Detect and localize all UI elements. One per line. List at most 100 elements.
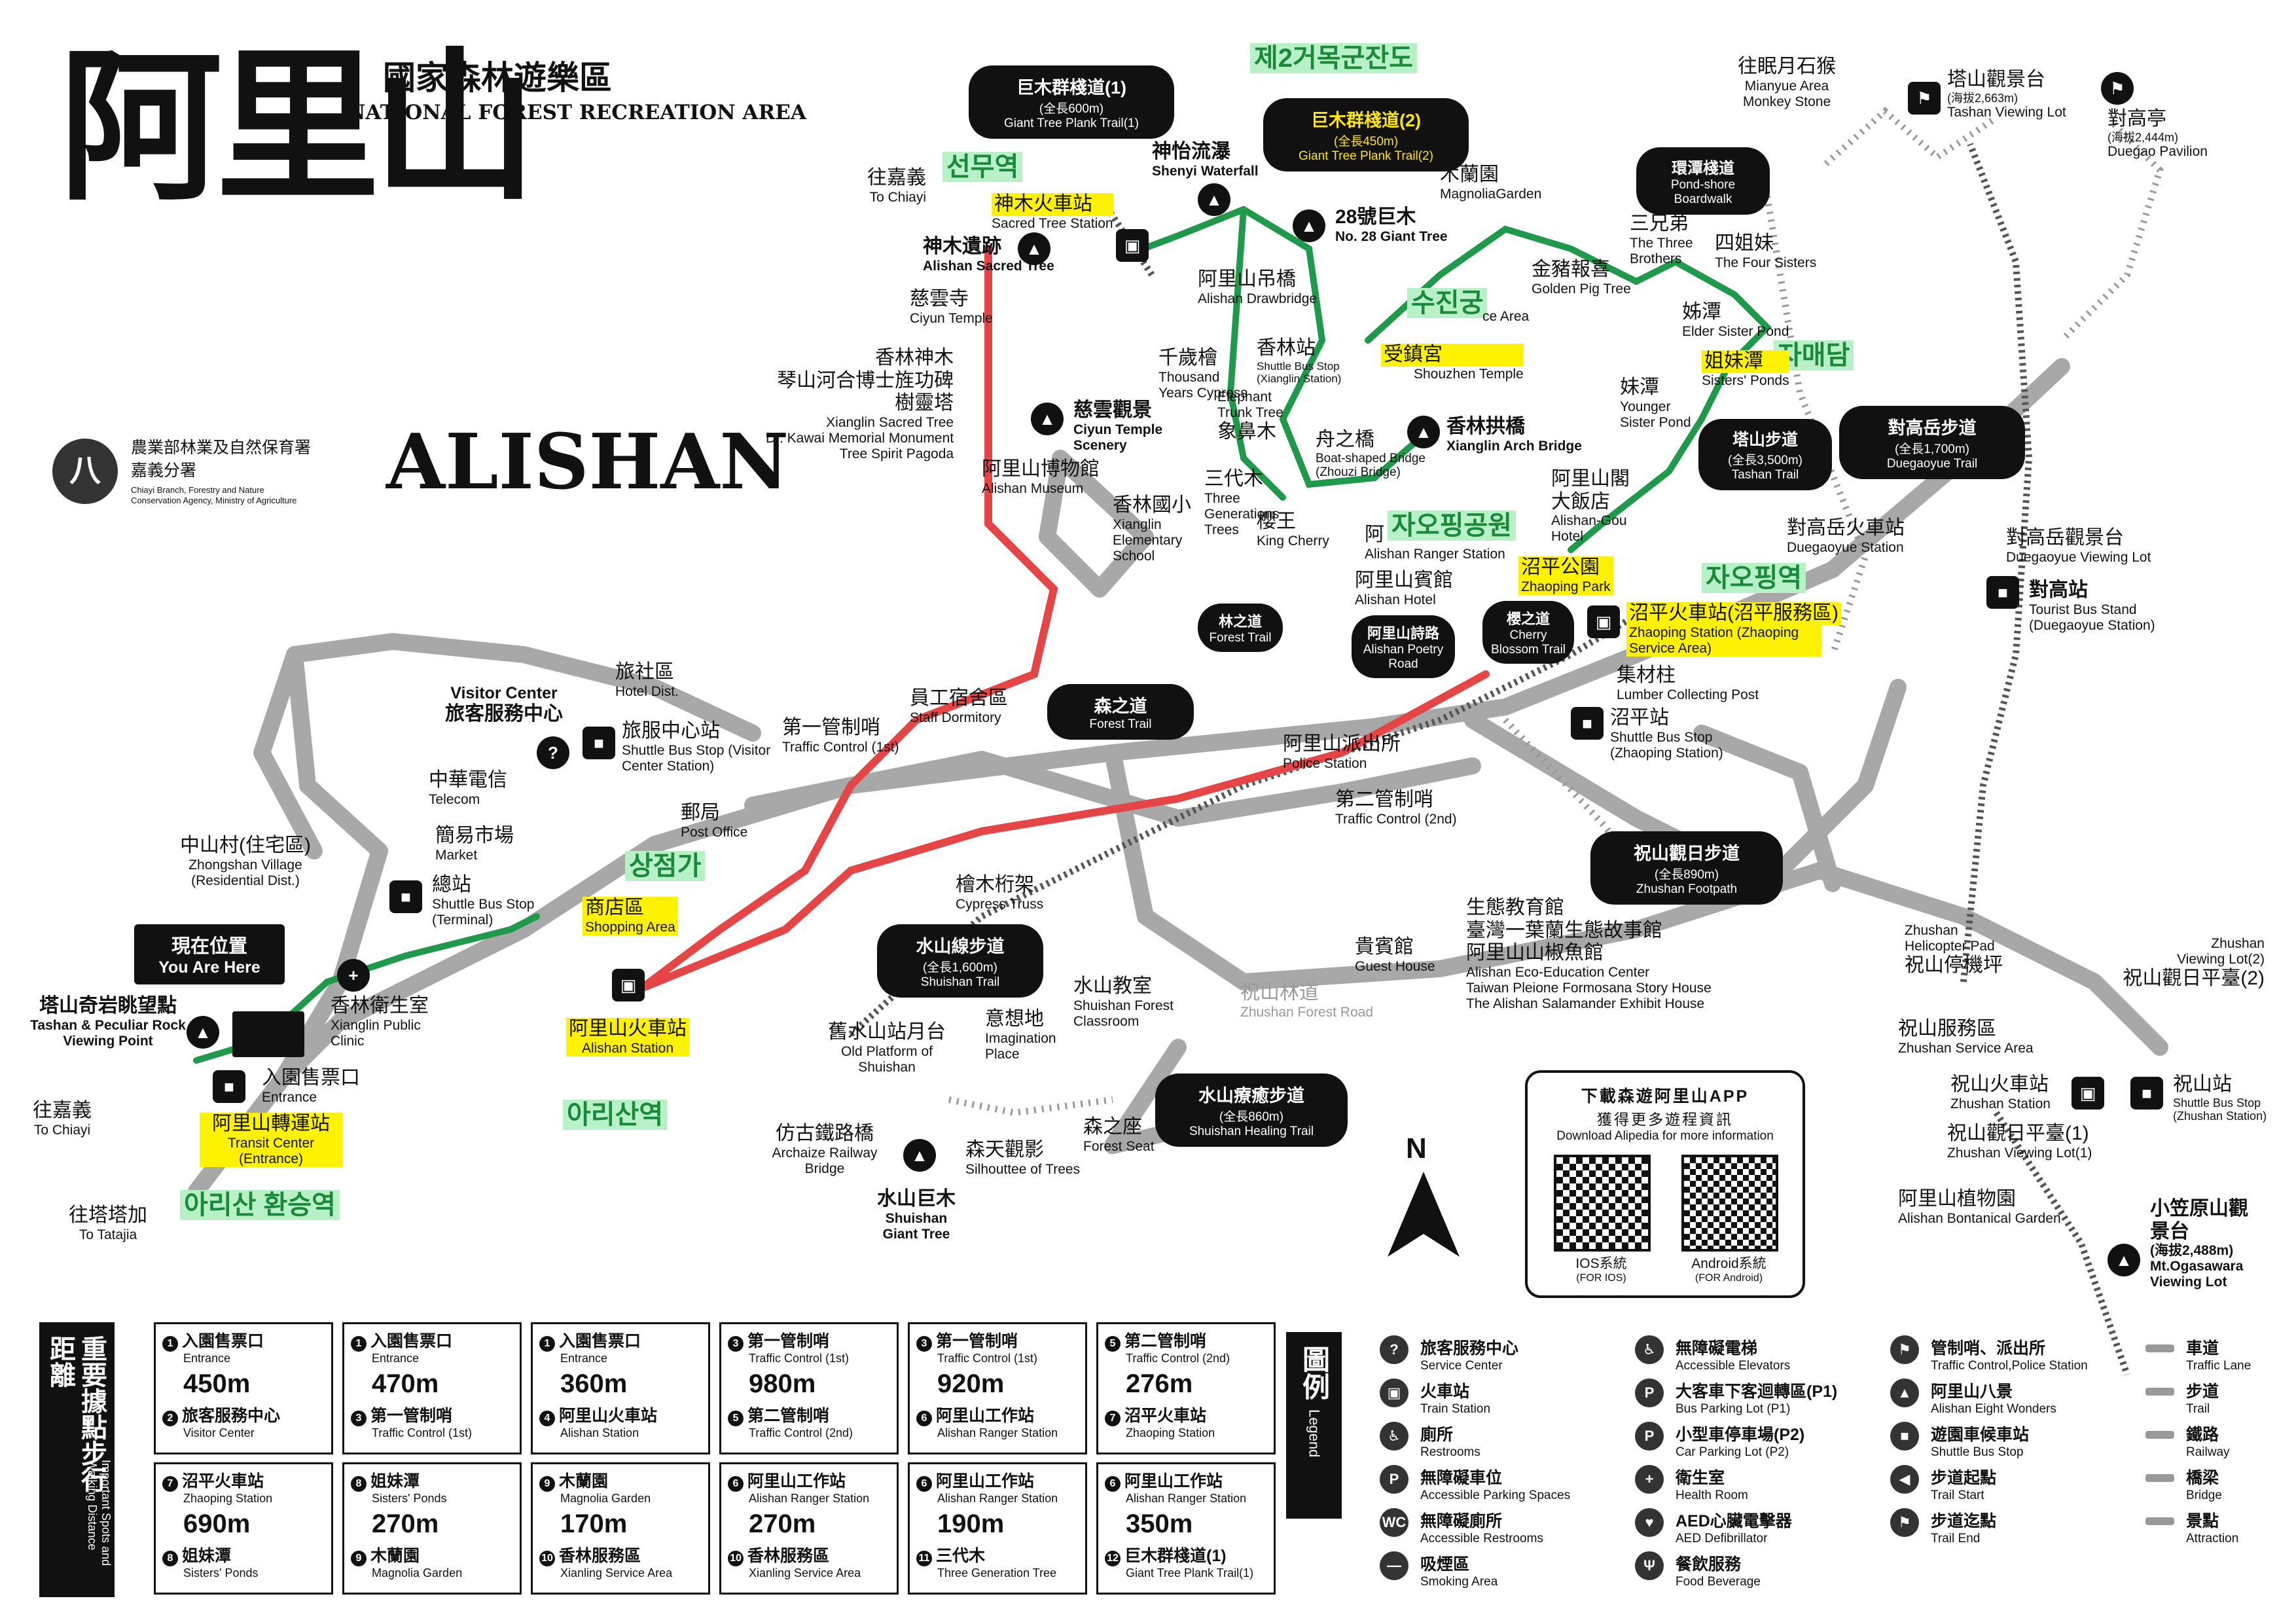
label-three-brothers: 三兄弟 The Three Brothers <box>1630 213 1693 266</box>
to-name: 木蘭園 <box>370 1547 420 1565</box>
to-name: 香林服務區 <box>747 1547 830 1565</box>
label-younger-pond: 妹潭 Younger Sister Pond <box>1620 376 1691 430</box>
legend-label-en: Accessible Restrooms <box>1420 1532 1543 1545</box>
tashan-rock-icon[interactable]: ▲ <box>187 1016 219 1049</box>
from-name: 入園售票口 <box>370 1332 453 1350</box>
legend-label-en: Restrooms <box>1420 1445 1480 1459</box>
legend-label-en: Bridge <box>2186 1489 2222 1502</box>
you-are-here-box: 現在位置 You Are Here <box>134 924 285 984</box>
label-magnolia: 木蘭園 MagnoliaGarden <box>1440 164 1542 202</box>
bubble-trail2: 巨木群棧道(2) (全長450m) Giant Tree Plank Trail… <box>1263 98 1469 171</box>
agency-zh-2: 嘉義分署 <box>131 461 197 480</box>
zs-bus-icon[interactable]: ■ <box>2130 1077 2163 1110</box>
distance-value: 360m <box>560 1369 628 1398</box>
ciyun-scenery-icon[interactable]: ▲ <box>1031 403 1064 435</box>
from-number: 1 <box>351 1335 367 1352</box>
legend-label-en: Accessible Elevators <box>1676 1359 1791 1373</box>
qr-ios-icon[interactable] <box>1554 1155 1651 1252</box>
label-tc1: 第一管制哨 Traffic Control (1st) <box>782 717 899 755</box>
ogasawara-icon[interactable]: ▲ <box>2108 1244 2140 1276</box>
from-number: 3 <box>916 1335 932 1352</box>
legend-label: 鐵路 <box>2186 1426 2219 1444</box>
duegao-bus-icon[interactable]: ■ <box>1986 576 2019 609</box>
qr-android-icon[interactable] <box>1681 1155 1778 1252</box>
app-android-label: Android系統 (FOR Android) <box>1691 1256 1767 1284</box>
to-name-en: Giant Tree Plank Trail(1) <box>1126 1566 1254 1579</box>
entrance-bus-icon[interactable]: ■ <box>213 1070 245 1103</box>
app-sub-en: Download Alipedia for more information <box>1556 1129 1774 1143</box>
label-hotel-dist: 旅社區 Hotel Dist. <box>615 661 679 699</box>
from-name-en: Alishan Ranger Station <box>1126 1492 1247 1505</box>
from-name-en: Sisters' Ponds <box>372 1492 447 1505</box>
label-cypress-truss: 檜木桁架 Cypress Truss <box>956 874 1044 912</box>
zs-station-icon[interactable]: ▣ <box>2072 1077 2104 1110</box>
terminal-bus-icon[interactable]: ■ <box>389 880 422 913</box>
visitor-bus-icon[interactable]: ■ <box>583 727 615 759</box>
duegao-pavilion-icon[interactable]: ⚑ <box>2101 72 2134 105</box>
legend-icon: ▣ <box>1380 1379 1408 1407</box>
tashan-view-icon[interactable]: ⚑ <box>1908 82 1941 115</box>
legend-label: 衛生室 <box>1676 1469 1725 1487</box>
from-name: 第一管制哨 <box>747 1332 830 1350</box>
label-tc2: 第二管制哨 Traffic Control (2nd) <box>1335 789 1457 827</box>
arch-icon[interactable]: ▲ <box>1407 416 1440 448</box>
label-eco: 生態教育館 臺灣一葉蘭生態故事館 阿里山山椒魚館 Alishan Eco-Edu… <box>1466 897 1712 1011</box>
label-classroom: 水山教室 Shuishan Forest Classroom <box>1073 975 1174 1029</box>
legend-label: 無障礙電梯 <box>1676 1339 1758 1358</box>
red-trail <box>637 245 1490 992</box>
clinic-icon[interactable]: + <box>337 959 370 992</box>
legend-label-en: AED Defibrillator <box>1676 1532 1768 1545</box>
to-name: 阿里山火車站 <box>559 1407 658 1425</box>
label-arch: 香林拱橋 Xianglin Arch Bridge <box>1446 416 1582 454</box>
legend-label: 景點 <box>2186 1512 2219 1530</box>
from-name-en: Alishan Ranger Station <box>937 1492 1058 1505</box>
shuishan-tree-icon[interactable]: ▲ <box>903 1139 936 1172</box>
to-name: 第二管制哨 <box>747 1407 830 1425</box>
bubble-pond: 環潭棧道 Pond-shore Boardwalk <box>1636 147 1770 215</box>
from-name-en: Entrance <box>560 1352 608 1365</box>
ko-transit-center: 아리산 환승역 <box>180 1190 340 1220</box>
bubble-healing: 水山療癒步道 (全長860m) Shuishan Healing Trail <box>1155 1074 1348 1147</box>
label-three-gen: 三代木 Three Generations Trees <box>1204 468 1280 537</box>
label-shuishan-tree: 水山巨木 Shuishan Giant Tree <box>877 1188 956 1242</box>
label-zhouzi: 舟之橋 Boat-shaped Bridge (Zhouzi Bridge) <box>1316 429 1426 480</box>
label-sacred-tree: 神木遺跡 Alishan Sacred Tree <box>923 236 1054 274</box>
zhaoping-station-icon[interactable]: ▣ <box>1587 605 1620 638</box>
sacred-station-icon[interactable]: ▣ <box>1116 229 1149 262</box>
zhaoping-bus-icon[interactable]: ■ <box>1571 707 1604 740</box>
from-name: 阿里山工作站 <box>936 1472 1035 1490</box>
from-name-en: Entrance <box>183 1352 231 1365</box>
label-guest-house: 貴賓館 Guest House <box>1355 936 1435 974</box>
to-number: 7 <box>1105 1410 1121 1426</box>
to-name-en: Sisters' Ponds <box>183 1566 259 1579</box>
no28-icon[interactable]: ▲ <box>1293 209 1325 242</box>
sacred-tree-icon[interactable]: ▲ <box>1018 232 1050 265</box>
label-ciyun: 慈雲寺 Ciyun Temple <box>910 288 993 326</box>
legend-label-en: Trail End <box>1931 1532 1981 1545</box>
legend-label-en: Smoking Area <box>1420 1575 1498 1589</box>
to-number: 2 <box>162 1410 178 1426</box>
legend-label: AED心臟電擊器 <box>1676 1512 1792 1530</box>
alishan-station-icon[interactable]: ▣ <box>612 969 645 1001</box>
bubble-cherry: 櫻之道 Cherry Blossom Trail <box>1482 601 1574 664</box>
to-name: 阿里山工作站 <box>936 1407 1035 1425</box>
shenyi-icon[interactable]: ▲ <box>1198 183 1230 216</box>
label-ogasawara: 小笠原山觀景台 (海拔2,488m) Mt.Ogasawara Viewing … <box>2150 1198 2248 1290</box>
label-shenyi: 神怡流瀑 Shenyi Waterfall <box>1152 141 1259 179</box>
from-number: 9 <box>539 1475 555 1492</box>
label-mianyue: 往眠月石猴 Mianyue Area Monkey Stone <box>1738 56 1836 109</box>
label-silhouette: 森天觀影 Silhouttee of Trees <box>965 1139 1081 1177</box>
visitor-center-icon[interactable]: ? <box>537 736 569 769</box>
to-name: 旅客服務中心 <box>182 1407 281 1425</box>
to-number: 12 <box>1105 1550 1121 1566</box>
label-clinic: 香林衛生室 Xianglin Public Clinic <box>331 995 429 1049</box>
label-market: 簡易市場 Market <box>435 825 514 863</box>
label-duegao-station: 對高岳火車站 Duegaoyue Station <box>1787 517 1905 555</box>
distance-title-box: 重要據點步行距離 Important Spots and Walking Dis… <box>39 1322 115 1597</box>
agency-zh-1: 農業部林業及自然保育署 <box>131 439 312 457</box>
